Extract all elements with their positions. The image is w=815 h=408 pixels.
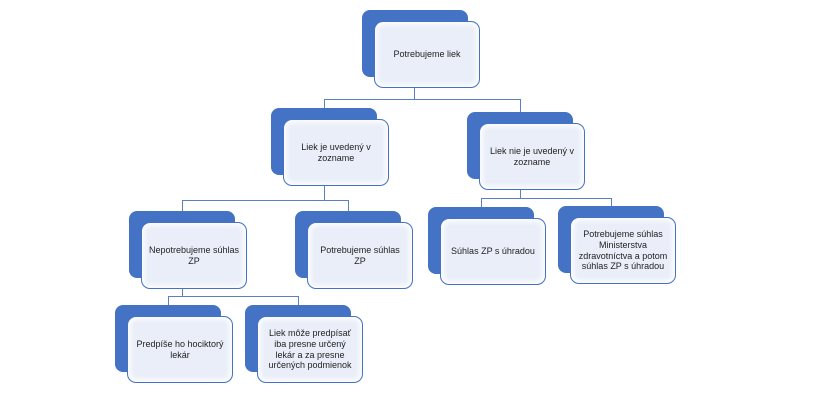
connector-line (182, 200, 349, 201)
node-label: Predpíše ho hociktorý lekár (136, 338, 224, 360)
node-label: Potrebujeme súhlas Ministerstva zdravotn… (578, 228, 668, 272)
node-label: Súhlas ZP s úhradou (451, 246, 535, 257)
node-card: Potrebujeme liek (374, 21, 480, 88)
node-card: Potrebujeme súhlas Ministerstva zdravotn… (570, 217, 676, 284)
node-card: Predpíše ho hociktorý lekár (127, 316, 233, 383)
node-liek-je-uvedeny: Liek je uvedený v zozname (271, 108, 389, 186)
node-suhlas-zp-s-uhradou: Súhlas ZP s úhradou (428, 207, 546, 285)
node-label: Liek môže predpísať iba presne určený le… (268, 327, 352, 371)
node-presne-urceny-lekar: Liek môže predpísať iba presne určený le… (245, 305, 363, 383)
connector-line (168, 296, 299, 297)
node-label: Potrebujeme liek (393, 49, 461, 60)
node-card: Súhlas ZP s úhradou (440, 218, 546, 285)
node-label: Liek nie je uvedený v zozname (489, 145, 575, 167)
node-potrebujeme-liek: Potrebujeme liek (362, 10, 480, 88)
node-card: Nepotrebujeme súhlas ZP (141, 222, 247, 289)
node-label: Potrebujeme súhlas ZP (320, 244, 400, 266)
node-card: Liek je uvedený v zozname (283, 119, 389, 186)
node-liek-nie-je-uvedeny: Liek nie je uvedený v zozname (467, 112, 585, 190)
connector-line (481, 198, 612, 199)
node-card: Liek môže predpísať iba presne určený le… (257, 316, 363, 383)
connector-line (520, 190, 521, 198)
connector-line (520, 99, 521, 123)
connector-line (182, 289, 183, 296)
node-card: Liek nie je uvedený v zozname (479, 123, 585, 190)
node-label: Nepotrebujeme súhlas ZP (148, 244, 240, 266)
node-card: Potrebujeme súhlas ZP (307, 222, 413, 289)
connector-line (414, 88, 415, 99)
node-label: Liek je uvedený v zozname (301, 141, 371, 163)
node-potrebujeme-suhlas-zp: Potrebujeme súhlas ZP (295, 211, 413, 289)
connector-line (324, 99, 521, 100)
node-suhlas-ministerstva: Potrebujeme súhlas Ministerstva zdravotn… (558, 206, 676, 284)
node-predpise-hociktory-lekar: Predpíše ho hociktorý lekár (115, 305, 233, 383)
node-nepotrebujeme-suhlas-zp: Nepotrebujeme súhlas ZP (129, 211, 247, 289)
connector-line (324, 186, 325, 200)
